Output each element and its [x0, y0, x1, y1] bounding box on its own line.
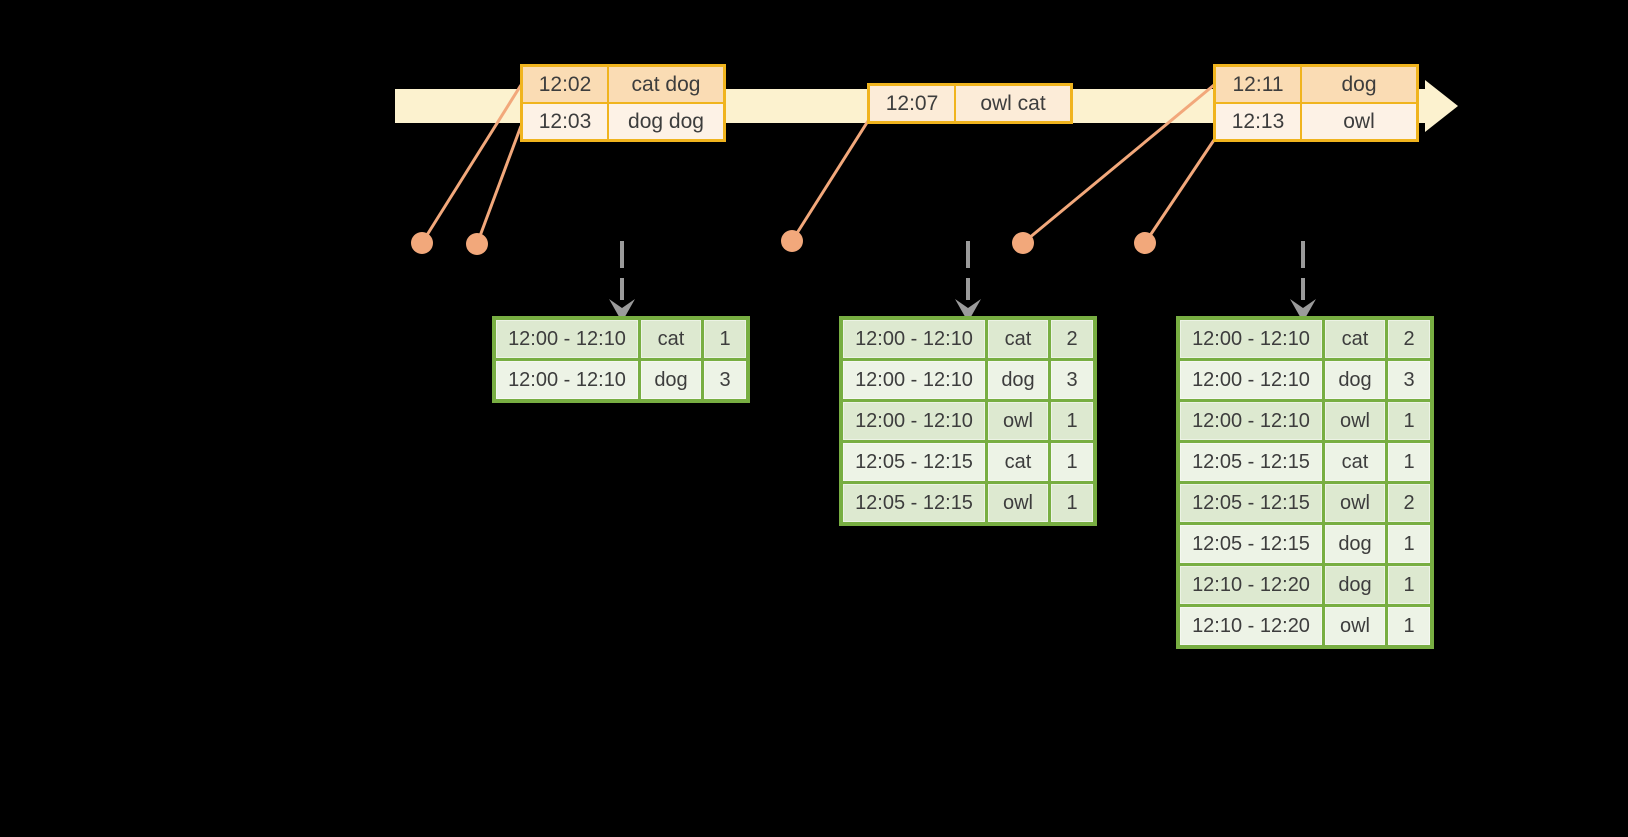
- event-table-2: 12:07 owl cat: [867, 83, 1073, 124]
- timeline-arrowhead-icon: [1425, 80, 1458, 132]
- event-row: 12:13 owl: [1216, 104, 1416, 139]
- event-connector-lines: [420, 83, 1216, 245]
- window-range: 12:05 - 12:15: [843, 443, 985, 481]
- event-table-3: 12:11 dog 12:13 owl: [1213, 64, 1419, 142]
- event-dot-icon: [411, 232, 433, 254]
- event-row: 12:11 dog: [1216, 67, 1416, 102]
- event-words: dog: [1302, 67, 1416, 102]
- window-range: 12:00 - 12:10: [1180, 361, 1322, 399]
- event-time: 12:02: [523, 67, 607, 102]
- word: cat: [1325, 443, 1385, 481]
- count: 1: [1051, 402, 1093, 440]
- word: owl: [1325, 607, 1385, 645]
- word: owl: [988, 484, 1048, 522]
- result-row: 12:00 - 12:10 dog 3: [1180, 361, 1430, 399]
- count: 1: [1388, 607, 1430, 645]
- window-range: 12:00 - 12:10: [843, 320, 985, 358]
- result-row: 12:10 - 12:20 owl 1: [1180, 607, 1430, 645]
- event-dot-icon: [1012, 232, 1034, 254]
- event-time: 12:11: [1216, 67, 1300, 102]
- event-time: 12:03: [523, 104, 607, 139]
- event-dot-icon: [1134, 232, 1156, 254]
- count: 1: [1051, 443, 1093, 481]
- result-row: 12:00 - 12:10 owl 1: [843, 402, 1093, 440]
- event-connector-line: [475, 125, 523, 245]
- event-row: 12:03 dog dog: [523, 104, 723, 139]
- result-table-1: 12:00 - 12:10 cat 1 12:00 - 12:10 dog 3: [492, 316, 750, 403]
- count: 2: [1388, 484, 1430, 522]
- event-words: dog dog: [609, 104, 723, 139]
- result-row: 12:05 - 12:15 owl 1: [843, 484, 1093, 522]
- event-words: owl: [1302, 104, 1416, 139]
- word: cat: [988, 443, 1048, 481]
- window-range: 12:10 - 12:20: [1180, 566, 1322, 604]
- event-dot-icon: [781, 230, 803, 252]
- event-time: 12:13: [1216, 104, 1300, 139]
- window-range: 12:00 - 12:10: [843, 402, 985, 440]
- window-range: 12:00 - 12:10: [1180, 402, 1322, 440]
- result-row: 12:05 - 12:15 dog 1: [1180, 525, 1430, 563]
- event-table-1: 12:02 cat dog 12:03 dog dog: [520, 64, 726, 142]
- count: 1: [1051, 484, 1093, 522]
- trigger-arrow-down-icon: [609, 241, 635, 322]
- event-connector-line: [1143, 139, 1216, 244]
- event-connector-line: [1022, 83, 1215, 245]
- event-row: 12:02 cat dog: [523, 67, 723, 102]
- word: dog: [1325, 361, 1385, 399]
- trigger-arrow-down-icon: [955, 241, 981, 322]
- count: 1: [1388, 525, 1430, 563]
- result-row: 12:00 - 12:10 owl 1: [1180, 402, 1430, 440]
- count: 1: [1388, 566, 1430, 604]
- window-range: 12:10 - 12:20: [1180, 607, 1322, 645]
- result-row: 12:05 - 12:15 cat 1: [843, 443, 1093, 481]
- word: cat: [641, 320, 701, 358]
- word: dog: [1325, 566, 1385, 604]
- window-range: 12:05 - 12:15: [1180, 484, 1322, 522]
- result-table-3: 12:00 - 12:10 cat 2 12:00 - 12:10 dog 3 …: [1176, 316, 1434, 649]
- count: 2: [1388, 320, 1430, 358]
- event-dot-icon: [466, 233, 488, 255]
- event-dots: [411, 230, 1156, 255]
- window-range: 12:00 - 12:10: [843, 361, 985, 399]
- word: cat: [1325, 320, 1385, 358]
- event-time: 12:07: [870, 86, 954, 121]
- count: 1: [704, 320, 746, 358]
- trigger-arrows: [609, 241, 1316, 322]
- window-range: 12:00 - 12:10: [496, 361, 638, 399]
- word: dog: [988, 361, 1048, 399]
- event-words: owl cat: [956, 86, 1070, 121]
- window-range: 12:05 - 12:15: [843, 484, 985, 522]
- window-range: 12:00 - 12:10: [1180, 320, 1322, 358]
- event-row: 12:07 owl cat: [870, 86, 1070, 121]
- word: dog: [641, 361, 701, 399]
- window-range: 12:05 - 12:15: [1180, 443, 1322, 481]
- count: 2: [1051, 320, 1093, 358]
- result-row: 12:05 - 12:15 cat 1: [1180, 443, 1430, 481]
- event-words: cat dog: [609, 67, 723, 102]
- result-row: 12:10 - 12:20 dog 1: [1180, 566, 1430, 604]
- window-range: 12:05 - 12:15: [1180, 525, 1322, 563]
- result-row: 12:05 - 12:15 owl 2: [1180, 484, 1430, 522]
- event-connector-line: [790, 120, 870, 242]
- word: cat: [988, 320, 1048, 358]
- word: owl: [1325, 484, 1385, 522]
- word: owl: [988, 402, 1048, 440]
- window-range: 12:00 - 12:10: [496, 320, 638, 358]
- trigger-arrow-down-icon: [1290, 241, 1316, 322]
- count: 3: [1388, 361, 1430, 399]
- result-table-2: 12:00 - 12:10 cat 2 12:00 - 12:10 dog 3 …: [839, 316, 1097, 526]
- word: owl: [1325, 402, 1385, 440]
- result-row: 12:00 - 12:10 dog 3: [843, 361, 1093, 399]
- count: 3: [704, 361, 746, 399]
- event-connector-line: [420, 84, 523, 244]
- word: dog: [1325, 525, 1385, 563]
- count: 1: [1388, 402, 1430, 440]
- count: 3: [1051, 361, 1093, 399]
- result-row: 12:00 - 12:10 cat 2: [1180, 320, 1430, 358]
- result-row: 12:00 - 12:10 cat 1: [496, 320, 746, 358]
- result-row: 12:00 - 12:10 dog 3: [496, 361, 746, 399]
- result-row: 12:00 - 12:10 cat 2: [843, 320, 1093, 358]
- count: 1: [1388, 443, 1430, 481]
